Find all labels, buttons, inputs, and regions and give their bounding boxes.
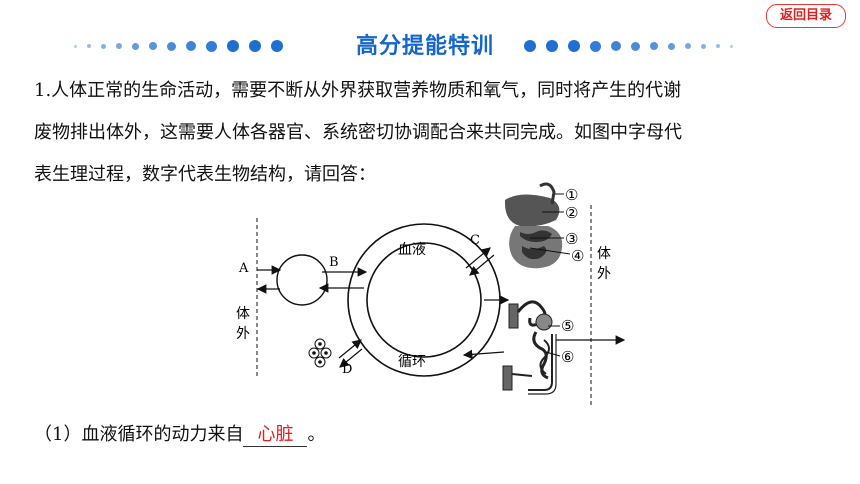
number-4: ④ (571, 247, 584, 265)
sub-question-1-suffix: 。 (307, 424, 326, 445)
section-title: 高分提能特训 (356, 34, 495, 59)
arrow-C-in (469, 254, 495, 276)
label-C: C (470, 233, 480, 248)
question-line-3: 表生理过程，数字代表生物结构，请回答： (34, 164, 376, 185)
outside-left-label-2: 外 (236, 326, 250, 342)
number-6: ⑥ (561, 348, 574, 366)
number-2: ② (565, 204, 578, 222)
sub-question-1-prefix: （1）血液循环的动力来自 (34, 424, 244, 445)
ring-label-bottom: 循环 (398, 354, 426, 370)
pointer-4 (529, 247, 571, 255)
lung-bubble (276, 254, 328, 306)
outside-right-label-2: 外 (597, 266, 611, 282)
label-D: D (342, 362, 352, 377)
answer-blank: 心脏 (243, 420, 308, 447)
label-B: B (329, 255, 339, 270)
arrow-C-out (465, 247, 491, 269)
number-5: ⑤ (561, 317, 574, 335)
circulation-ring-inner (366, 242, 482, 358)
nephron-icon (502, 300, 557, 395)
ring-label-top: 血液 (398, 242, 426, 258)
question-line-2: 废物排出体外，这需要人体各器官、系统密切协调配合来共同完成。如图中字母代 (34, 122, 682, 143)
sub-question-1: （1）血液循环的动力来自心脏。 (34, 420, 325, 447)
right-dot-row (524, 40, 733, 52)
return-to-contents-button[interactable]: 返回目录 (766, 4, 846, 28)
outside-right-label-1: 体 (597, 246, 611, 262)
cells-icon (308, 338, 332, 368)
number-1: ① (565, 186, 578, 204)
left-dot-row (74, 40, 283, 52)
section-banner: 高分提能特训 (0, 28, 860, 62)
question-line-1: 1.人体正常的生命活动，需要不断从外界获取营养物质和氧气，同时将产生的代谢 (34, 80, 682, 101)
pointer-6 (545, 351, 561, 357)
outside-left-label-1: 体 (236, 306, 250, 322)
arrow-from-kidney (462, 349, 505, 360)
digestive-system-icon (504, 182, 563, 269)
label-A: A (238, 261, 249, 276)
arrow-D-in (338, 339, 362, 359)
arrow-D-out (339, 348, 363, 368)
number-3: ③ (565, 230, 578, 248)
